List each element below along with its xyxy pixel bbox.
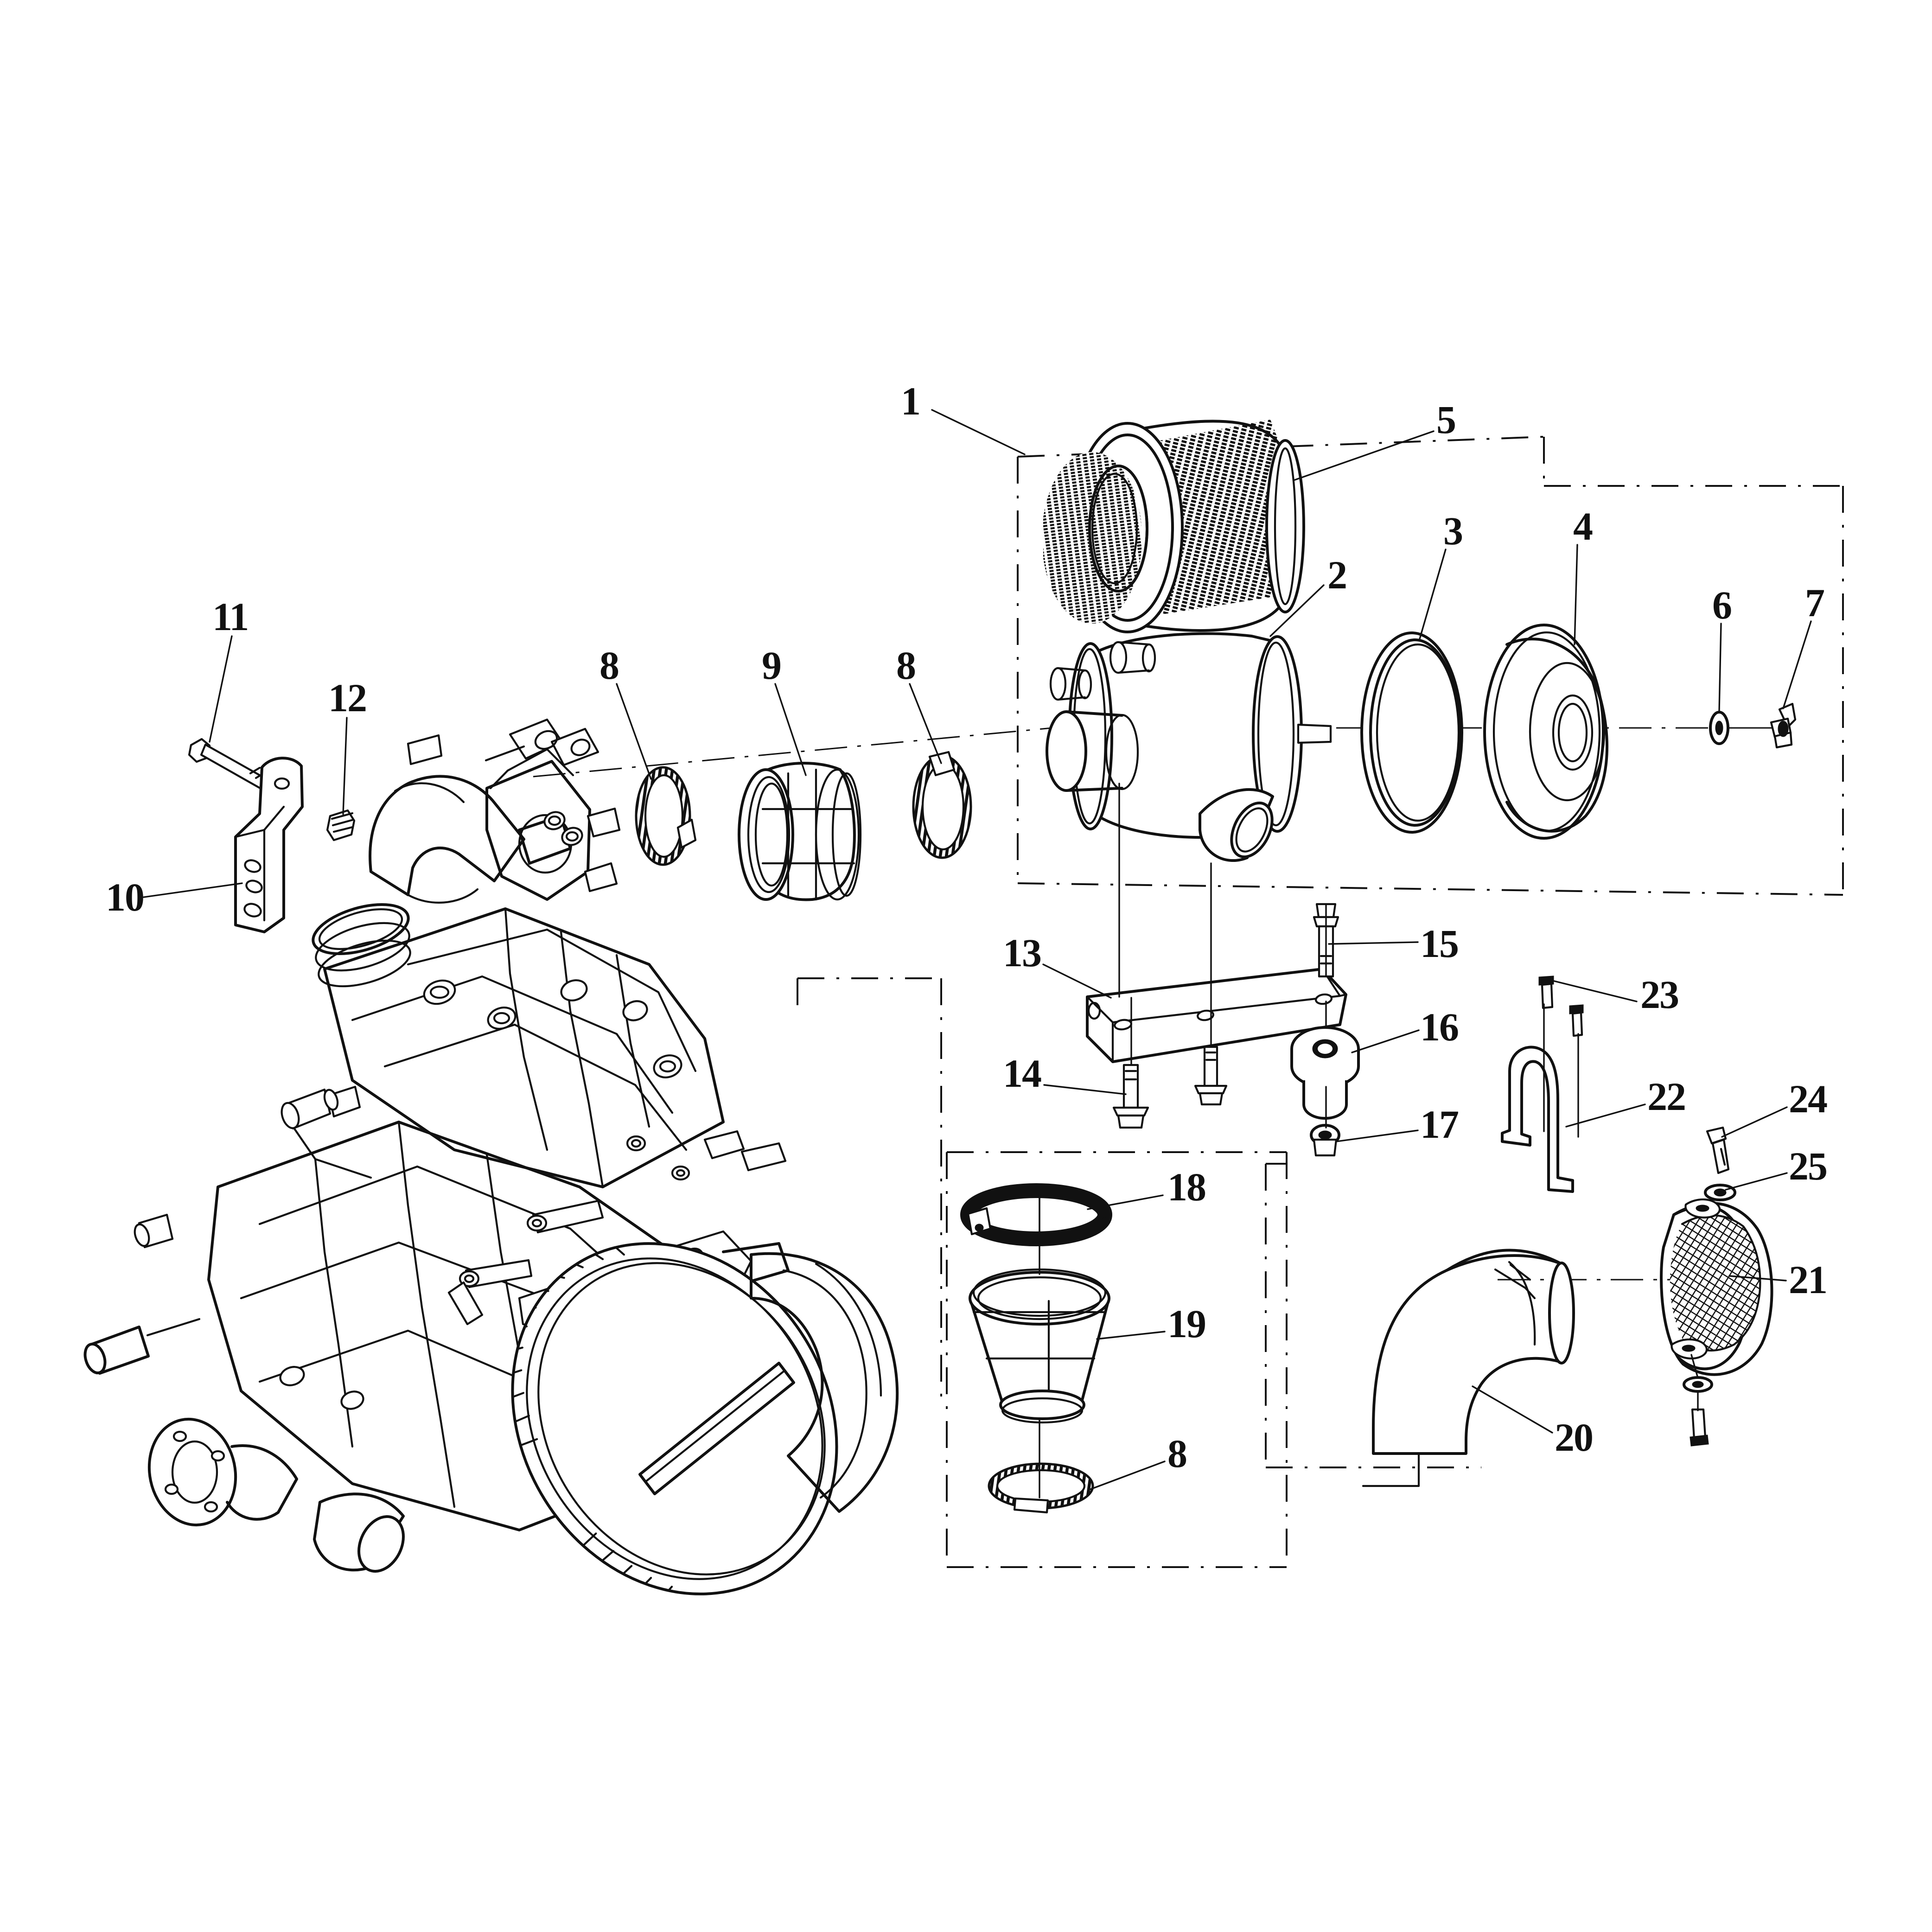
exhaust-stub bbox=[313, 1492, 405, 1573]
callout-24: 24 bbox=[1789, 1077, 1828, 1121]
group-boundary-intake-duct bbox=[1265, 1163, 1481, 1468]
coolant-pipe bbox=[83, 1318, 201, 1375]
group-boundary-engine-link bbox=[797, 977, 942, 1400]
part-air-cleaner-cover bbox=[1483, 624, 1608, 840]
part-washer-25 bbox=[1704, 1184, 1736, 1201]
callout-16: 16 bbox=[1420, 1005, 1459, 1049]
part-wing-nut bbox=[1770, 702, 1797, 749]
part-hose-clamp-left bbox=[635, 766, 697, 866]
callout-8-bottom: 8 bbox=[1167, 1431, 1187, 1476]
intake-port bbox=[312, 903, 411, 988]
callout-18: 18 bbox=[1167, 1165, 1206, 1209]
callout-15: 15 bbox=[1420, 921, 1459, 966]
part-rubber-mount bbox=[1290, 1026, 1360, 1120]
part-hose-clamp-right bbox=[912, 751, 972, 859]
callout-1: 1 bbox=[901, 379, 921, 423]
callout-20: 20 bbox=[1555, 1415, 1594, 1460]
part-washer-lower bbox=[1683, 1376, 1713, 1393]
part-duct-strap bbox=[1501, 1046, 1574, 1193]
part-flange-bolt-14 bbox=[1112, 1064, 1149, 1129]
group-boundary-air-cleaner bbox=[1017, 436, 1844, 896]
part-screw-23a bbox=[1538, 976, 1554, 1009]
callout-14: 14 bbox=[1003, 1051, 1042, 1096]
part-mounting-plate bbox=[1086, 968, 1347, 1063]
callout-5: 5 bbox=[1436, 397, 1456, 442]
part-flange-nut-17 bbox=[1310, 1124, 1340, 1157]
callout-23: 23 bbox=[1640, 972, 1679, 1017]
part-hose-clamp-bottom bbox=[988, 1462, 1094, 1514]
part-mounting-bracket bbox=[234, 757, 304, 933]
part-intake-boot bbox=[738, 762, 862, 901]
callout-8-right: 8 bbox=[896, 643, 916, 688]
callout-17: 17 bbox=[1420, 1102, 1459, 1147]
part-screw-23b bbox=[1569, 1004, 1584, 1037]
callout-8-left: 8 bbox=[599, 643, 619, 688]
callout-19: 19 bbox=[1167, 1301, 1206, 1346]
leader-lines bbox=[143, 409, 1812, 1498]
part-retaining-band bbox=[960, 1183, 1112, 1246]
breather-tubes bbox=[281, 1085, 372, 1179]
callout-21: 21 bbox=[1789, 1257, 1828, 1302]
callout-3: 3 bbox=[1443, 509, 1463, 553]
cvt-clutch-cover bbox=[498, 1242, 899, 1605]
linkage-arms bbox=[447, 1199, 604, 1326]
group-boundary-pre-filter bbox=[946, 1151, 1288, 1568]
water-pump-flange bbox=[147, 1417, 298, 1527]
callout-22: 22 bbox=[1647, 1074, 1686, 1119]
callout-12: 12 bbox=[328, 676, 367, 720]
cylinder-head-upper bbox=[323, 907, 725, 1188]
part-seal-ring bbox=[1360, 631, 1463, 834]
callout-6: 6 bbox=[1712, 583, 1732, 627]
callout-25: 25 bbox=[1789, 1144, 1828, 1188]
callout-4: 4 bbox=[1573, 504, 1593, 548]
part-intake-screen bbox=[1660, 1198, 1773, 1376]
part-flat-washer bbox=[1709, 711, 1729, 745]
part-screw-lower bbox=[1690, 1408, 1709, 1447]
part-air-filter-element bbox=[1043, 420, 1305, 633]
engine-assembly bbox=[83, 718, 899, 1605]
part-flange-nut-12 bbox=[326, 809, 356, 842]
callout-7: 7 bbox=[1805, 580, 1825, 625]
callout-10: 10 bbox=[106, 875, 145, 919]
part-air-intake-duct bbox=[1362, 1249, 1575, 1487]
part-pre-filter-boot bbox=[969, 1268, 1110, 1424]
part-screw-24 bbox=[1706, 1126, 1730, 1174]
throttle-body bbox=[407, 718, 621, 901]
callout-13: 13 bbox=[1003, 931, 1042, 975]
callout-2: 2 bbox=[1327, 553, 1347, 597]
callout-11: 11 bbox=[212, 594, 249, 639]
engine-fasteners bbox=[626, 1130, 787, 1181]
callout-9: 9 bbox=[762, 643, 782, 688]
part-air-box-housing bbox=[1046, 632, 1332, 862]
part-flange-bolt-center bbox=[1194, 1046, 1228, 1106]
